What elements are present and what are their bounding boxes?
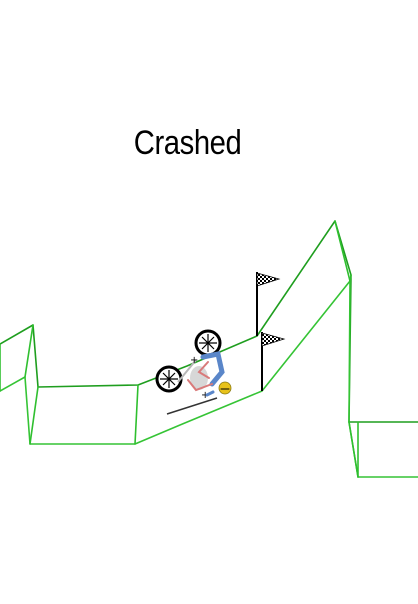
rider-leg xyxy=(187,379,213,392)
finish-flag-back xyxy=(256,272,281,336)
bike-shadow xyxy=(166,397,218,415)
track-edge-2 xyxy=(24,324,34,378)
bike-seat xyxy=(190,366,208,390)
rider-arm xyxy=(197,361,210,379)
track-edge-6 xyxy=(349,274,352,282)
front-wheel-icon xyxy=(194,329,222,357)
pivot-marker: + xyxy=(190,355,198,366)
crashed-bike: + + xyxy=(155,329,222,415)
finish-flag-front xyxy=(261,332,286,391)
track-edge-5 xyxy=(334,220,351,282)
rider-torso xyxy=(200,351,225,387)
track-edge-7 xyxy=(348,421,359,478)
rider-foot xyxy=(205,390,215,397)
track-front-edge xyxy=(0,280,418,478)
rider xyxy=(187,351,232,397)
rear-wheel-icon xyxy=(155,365,183,393)
helmet-icon xyxy=(218,381,232,395)
track-edge-4 xyxy=(134,384,139,445)
checkered-flag xyxy=(256,272,281,287)
checkered-flag xyxy=(261,332,286,347)
track-edge-3 xyxy=(29,386,39,445)
crashed-status-text: Crashed xyxy=(133,124,242,162)
pivot-marker: + xyxy=(201,390,209,401)
bike-frame xyxy=(177,359,197,383)
track xyxy=(0,220,418,478)
